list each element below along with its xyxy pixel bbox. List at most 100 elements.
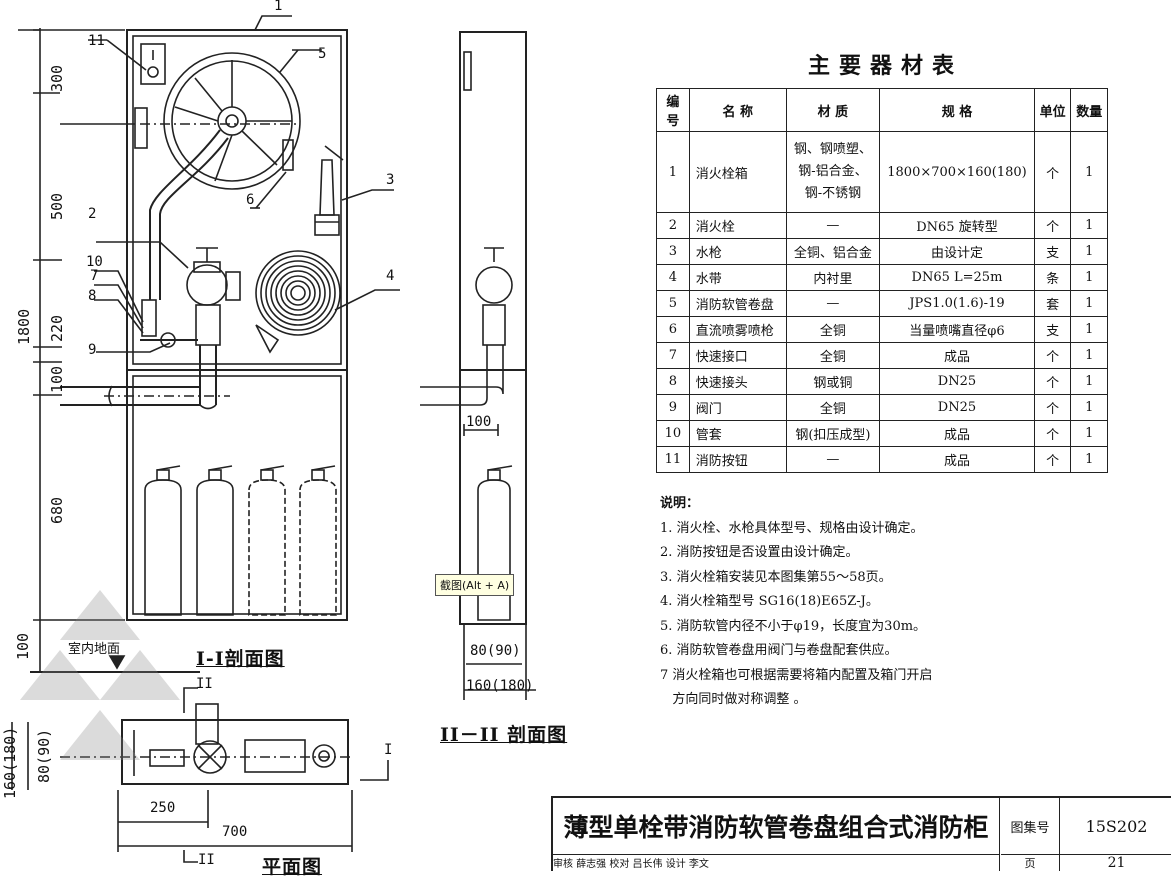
cell-qty: 1 (1070, 238, 1108, 265)
section-ii-ii (420, 31, 536, 700)
cell-spec: JPS1.0(1.6)-19 (879, 290, 1035, 317)
cell-unit: 支 (1033, 316, 1072, 343)
cell-material: — (785, 446, 881, 473)
table-row: 5 消防软管卷盘 — JPS1.0(1.6)-19 套 1 (656, 290, 1108, 317)
cell-no: 9 (656, 394, 690, 421)
cell-qty: 1 (1070, 446, 1108, 473)
cell-material: 内衬里 (785, 264, 881, 291)
dim-160-plan: 160(180) (1, 726, 19, 799)
table-row: 1 消火栓箱 钢、钢喷塑、钢-铝合金、钢-不锈钢 1800×700×160(18… (656, 131, 1108, 213)
floor-label: 室内地面 (68, 642, 121, 657)
cell-no: 8 (656, 368, 690, 395)
mark-ii-top: II (196, 676, 213, 692)
cell-qty: 1 (1070, 342, 1108, 369)
col-header: 规 格 (879, 88, 1035, 132)
col-header: 编号 (656, 88, 690, 132)
cell-qty: 1 (1070, 131, 1108, 213)
table-row: 8 快速接头 钢或铜 DN25 个 1 (656, 368, 1108, 395)
table-row: 2 消火栓 — DN65 旋转型 个 1 (656, 212, 1108, 239)
cell-qty: 1 (1070, 316, 1108, 343)
note-item: 5. 消防软管内径不小于φ19，长度宜为30m。 (660, 618, 927, 634)
cell-spec: DN65 L=25m (879, 264, 1035, 291)
col-header: 数量 (1070, 88, 1108, 132)
cell-spec: DN25 (879, 368, 1035, 395)
notes: 说明： 1. 消火栓、水枪具体型号、规格由设计确定。 2. 消防按钮是否设置由设… (660, 492, 932, 713)
note-item: 方向同时做对称调整 。 (660, 692, 807, 707)
cell-unit: 个 (1033, 446, 1072, 473)
cell-spec: DN25 (879, 394, 1035, 421)
callout-8: 8 (88, 288, 97, 304)
callout-5: 5 (318, 46, 327, 62)
cell-no: 1 (656, 131, 690, 213)
leader-1 (254, 15, 292, 31)
callout-4: 4 (386, 268, 395, 284)
cell-qty: 1 (1070, 368, 1108, 395)
note-item: 1. 消火栓、水枪具体型号、规格由设计确定。 (660, 520, 924, 536)
cell-material: 钢(扣压成型) (785, 420, 881, 447)
cell-name: 消防软管卷盘 (688, 290, 787, 317)
cell-material: — (785, 212, 881, 239)
cell-unit: 个 (1033, 342, 1072, 369)
extinguishers (144, 465, 337, 616)
cell-name: 阀门 (688, 394, 787, 421)
cell-unit: 套 (1033, 290, 1072, 317)
signature-row: 审核 薛志强 校对 吕长伟 设计 李文 (553, 855, 1000, 871)
dim-100b: 100 (14, 632, 32, 660)
hydrant-valve-2 (186, 247, 241, 410)
cell-material: 钢或铜 (785, 368, 881, 395)
cell-name: 消火栓箱 (688, 131, 787, 213)
cell-name: 水枪 (688, 238, 787, 265)
cell-no: 5 (656, 290, 690, 317)
hose-coil-4 (255, 250, 341, 354)
table-row: 4 水带 内衬里 DN65 L=25m 条 1 (656, 264, 1108, 291)
cell-material: 全铜、铝合金 (785, 238, 881, 265)
note-item: 2. 消防按钮是否设置由设计确定。 (660, 545, 859, 560)
cell-unit: 个 (1033, 212, 1072, 239)
cell-unit: 个 (1033, 131, 1072, 213)
page-number: 21 (1107, 855, 1126, 871)
dim-100a: 100 (48, 365, 66, 393)
callout-11: 11 (88, 33, 105, 49)
cell-material: 全铜 (785, 342, 881, 369)
cell-qty: 1 (1070, 290, 1108, 317)
cell-spec: 1800×700×160(180) (879, 131, 1035, 213)
callout-9: 9 (88, 342, 97, 358)
dim-300: 300 (48, 64, 66, 92)
note-item: 6. 消防软管卷盘用阀门与卷盘配套供应。 (660, 643, 898, 658)
cell-no: 10 (656, 420, 690, 447)
cell-spec: 当量喷嘴直径φ6 (879, 316, 1035, 343)
mark-ii-bottom: II (198, 852, 215, 868)
cell-name: 水带 (688, 264, 787, 291)
callout-6: 6 (246, 192, 255, 208)
dim-80-plan: 80(90) (35, 728, 53, 783)
table-row: 9 阀门 全铜 DN25 个 1 (656, 394, 1108, 421)
table-row: 3 水枪 全铜、铝合金 由设计定 支 1 (656, 238, 1108, 265)
cell-spec: 成品 (879, 446, 1035, 473)
materials-title: 主要器材表 (808, 53, 964, 79)
cell-qty: 1 (1070, 420, 1108, 447)
cell-material: 全铜 (785, 394, 881, 421)
hose-reel-5 (140, 52, 301, 190)
plan-view-title: 平面图 (262, 856, 323, 878)
dim-160-ii: 160(180) (466, 678, 534, 694)
water-gun-3 (314, 145, 344, 236)
dim-250: 250 (150, 800, 176, 816)
col-header: 单位 (1033, 88, 1072, 132)
cell-material: — (785, 290, 881, 317)
cell-no: 11 (656, 446, 690, 473)
callout-7: 7 (90, 268, 99, 284)
col-header: 名 称 (688, 88, 787, 132)
dim-220: 220 (48, 314, 66, 342)
dim-80-ii: 80(90) (470, 643, 521, 659)
table-row: 10 管套 钢(扣压成型) 成品 个 1 (656, 420, 1108, 447)
callout-1: 1 (274, 0, 283, 14)
fire-button-11 (140, 43, 166, 85)
cell-material: 钢、钢喷塑、钢-铝合金、钢-不锈钢 (785, 131, 881, 213)
cell-name: 直流喷雾喷枪 (688, 316, 787, 343)
cell-unit: 个 (1033, 420, 1072, 447)
section-ii-ii-title: II－II 剖面图 (440, 724, 568, 746)
cell-spec: 成品 (879, 420, 1035, 447)
table-header-row: 编号 名 称 材 质 规 格 单位 数量 (656, 88, 1108, 132)
cell-unit: 条 (1033, 264, 1072, 291)
